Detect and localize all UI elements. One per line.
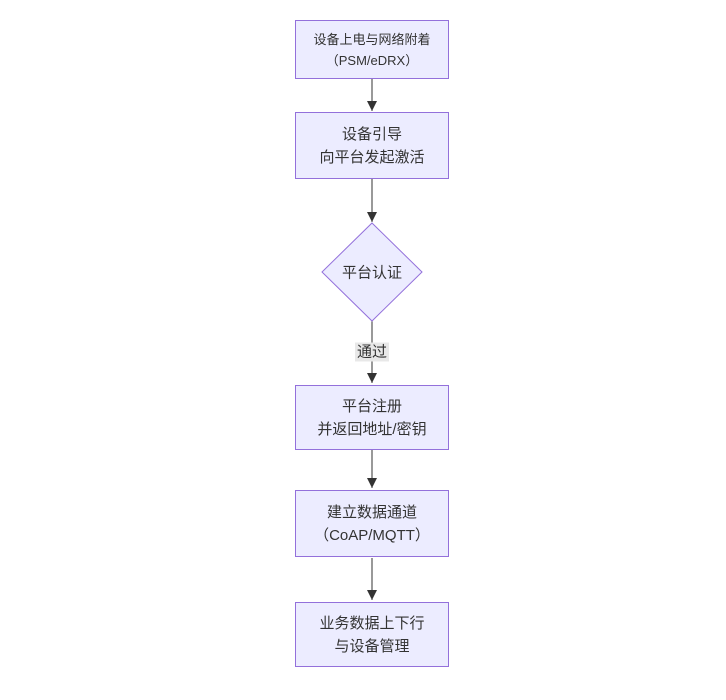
node-label-line: 业务数据上下行 — [319, 614, 425, 632]
decision-label-auth: 平台认证 — [341, 264, 403, 282]
node-label-line: （PSM/eDRX） — [325, 52, 419, 68]
flow-node-bootstrap: 设备引导 向平台发起激活 — [295, 112, 449, 179]
node-label-line: 向平台发起激活 — [319, 148, 425, 166]
decision-diamond-auth — [321, 222, 423, 322]
node-label-line: 并返回地址/密钥 — [317, 420, 427, 438]
flow-node-power-attach: 设备上电与网络附着 （PSM/eDRX） — [295, 20, 449, 79]
node-label-line: 与设备管理 — [334, 637, 410, 655]
edge-label-pass: 通过 — [354, 342, 390, 362]
flow-node-data-channel: 建立数据通道 （CoAP/MQTT） — [295, 490, 449, 557]
flow-node-register: 平台注册 并返回地址/密钥 — [295, 385, 449, 450]
node-label-line: 设备上电与网络附着 — [313, 31, 431, 47]
flow-node-business-data: 业务数据上下行 与设备管理 — [295, 602, 449, 667]
node-label-line: 设备引导 — [341, 125, 402, 143]
node-label-line: 平台注册 — [341, 397, 402, 415]
node-label-line: （CoAP/MQTT） — [314, 526, 430, 544]
node-label-line: 建立数据通道 — [326, 503, 417, 521]
